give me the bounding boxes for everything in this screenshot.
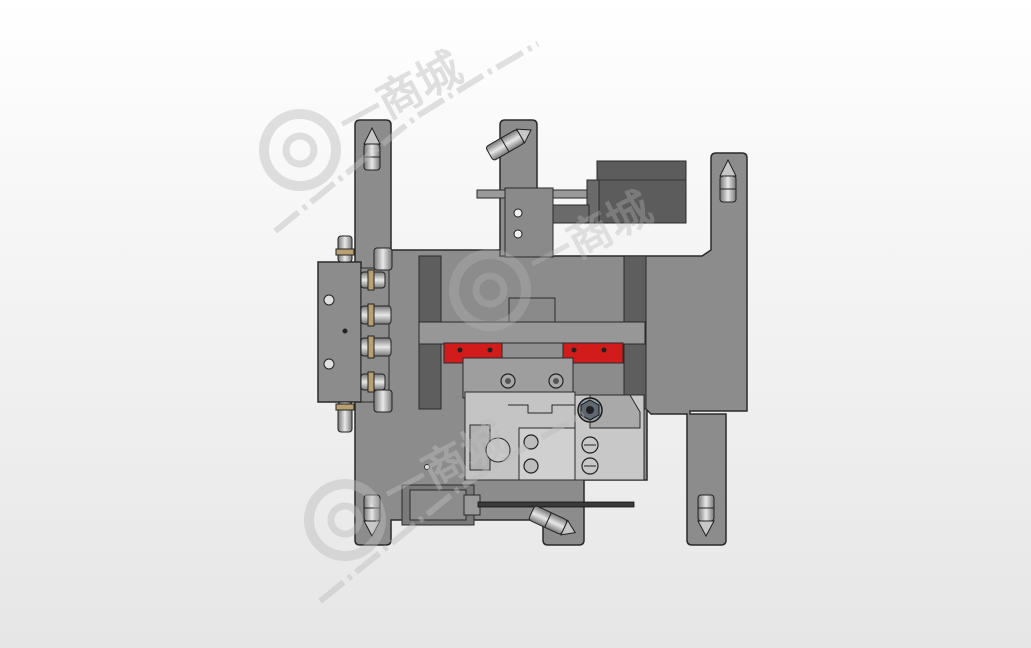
manifold-fitting-r3 [360, 335, 392, 359]
fitting-angled-bottom [528, 505, 577, 536]
bearing-ring-icon [449, 249, 531, 331]
air-manifold [317, 261, 362, 403]
center-block-top [508, 297, 556, 327]
cylinder-rod-block [552, 204, 590, 224]
fitting-bottom-left [363, 494, 381, 538]
arm-hole-2 [513, 229, 523, 239]
cross-beam [418, 321, 646, 345]
fitting-bottom-right [697, 494, 715, 538]
fitting-top-right [719, 158, 737, 203]
bearing-ring-icon [259, 109, 341, 191]
manifold-fitting-r2 [360, 303, 392, 327]
arm-mount [504, 187, 554, 258]
jaw-screw-2 [523, 458, 539, 474]
manifold-fitting-r1 [360, 247, 393, 291]
fitting-top-left [363, 126, 381, 171]
manifold-fitting-r4 [360, 371, 393, 413]
long-rod [477, 501, 635, 508]
cylinder-cap [586, 179, 600, 224]
fitting-angled-top [486, 128, 532, 161]
arm-hole-1 [513, 208, 523, 218]
manifold-fitting-top [335, 235, 355, 263]
jaw-screw-1 [523, 434, 539, 450]
bearing-ring-icon [304, 479, 386, 561]
manifold-fitting-bottom [335, 401, 355, 433]
